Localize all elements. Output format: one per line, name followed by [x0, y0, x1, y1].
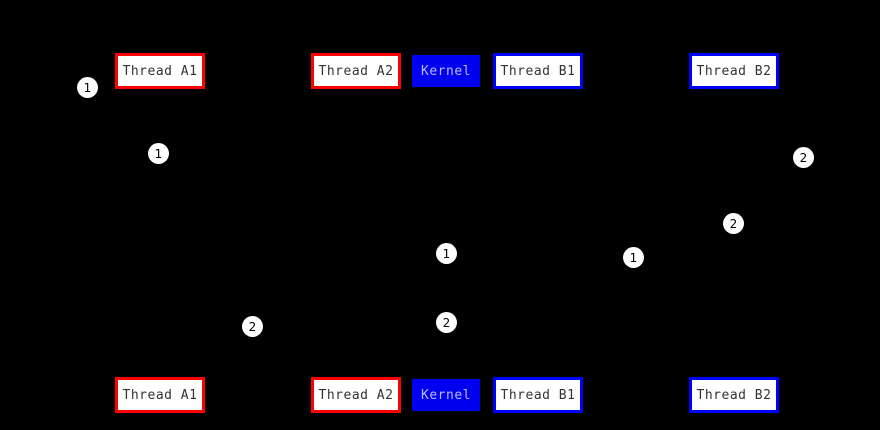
participant-label: Kernel	[421, 387, 471, 403]
participant-thread-b2-bottom[interactable]: Thread B2	[689, 377, 779, 413]
participant-label: Kernel	[421, 63, 471, 79]
participant-label: Thread B2	[696, 63, 772, 79]
msg-3	[734, 157, 803, 158]
step-number-badge: 2	[793, 147, 814, 168]
msg-5-arrowhead-icon	[531, 249, 538, 257]
msg-5	[446, 253, 538, 254]
step-number-badge: 1	[77, 77, 98, 98]
participant-kernel-bottom[interactable]: Kernel	[412, 379, 480, 411]
step-number-badge: 1	[148, 143, 169, 164]
step-number-badge: 2	[723, 213, 744, 234]
msg-6-arrowhead-icon	[538, 253, 545, 261]
msg-2	[160, 153, 356, 154]
msg-8	[356, 326, 446, 327]
participant-thread-a1-bottom[interactable]: Thread A1	[115, 377, 205, 413]
lifeline-kernel	[446, 87, 447, 379]
participant-label: Thread B2	[696, 387, 772, 403]
step-number-badge: 2	[436, 312, 457, 333]
step-number-badge: 1	[623, 247, 644, 268]
participant-thread-a2[interactable]: Thread A2	[311, 53, 401, 89]
participant-label: Thread A1	[122, 387, 198, 403]
participant-label: Thread A1	[122, 63, 198, 79]
participant-thread-a2-bottom[interactable]: Thread A2	[311, 377, 401, 413]
participant-label: Thread A2	[318, 387, 394, 403]
step-number-badge: 1	[436, 243, 457, 264]
participant-label: Thread B1	[500, 387, 576, 403]
lifeline-thread-b1	[538, 89, 539, 377]
lifeline-thread-a1	[160, 89, 161, 377]
msg-2-arrowhead-icon	[349, 149, 356, 157]
participant-thread-b1[interactable]: Thread B1	[493, 53, 583, 89]
participant-kernel[interactable]: Kernel	[412, 55, 480, 87]
participant-label: Thread B1	[500, 63, 576, 79]
lifeline-thread-a2	[356, 89, 357, 377]
msg-6	[538, 257, 633, 258]
participant-thread-b1-bottom[interactable]: Thread B1	[493, 377, 583, 413]
participant-thread-a1[interactable]: Thread A1	[115, 53, 205, 89]
step-number-badge: 2	[242, 316, 263, 337]
msg-7-arrowhead-icon	[160, 318, 167, 326]
msg-8-arrowhead-icon	[356, 322, 363, 330]
participant-label: Thread A2	[318, 63, 394, 79]
msg-4	[538, 223, 734, 224]
participant-thread-b2[interactable]: Thread B2	[689, 53, 779, 89]
